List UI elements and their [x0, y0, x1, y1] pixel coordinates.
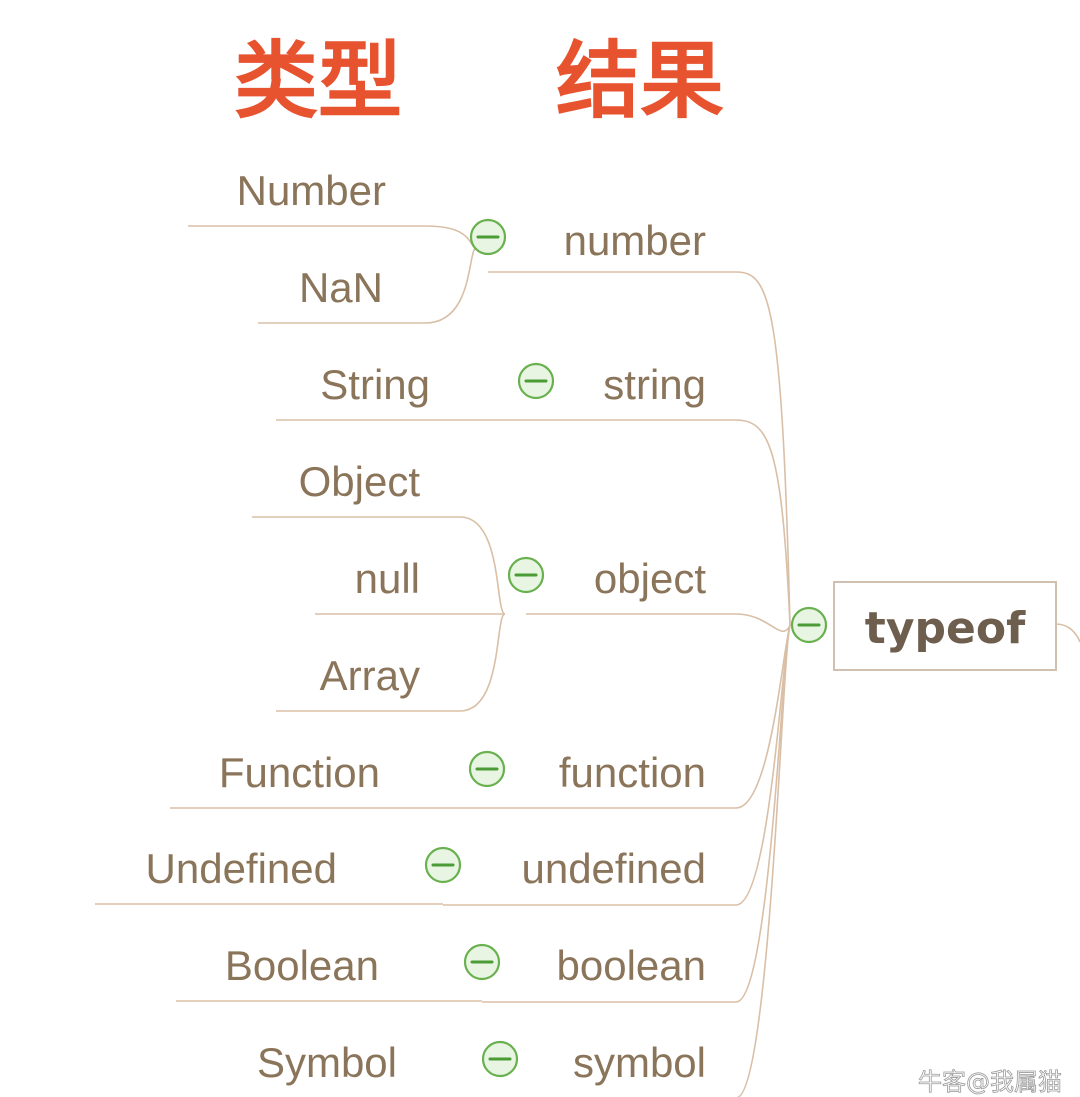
root-node-box[interactable]: [833, 581, 1057, 671]
result-label-undefined: undefined: [521, 845, 706, 892]
type-label-object: Object: [299, 458, 421, 505]
result-label-function: function: [559, 749, 706, 796]
group-undefined: undefined Undefined: [146, 845, 706, 892]
branch-undefined: [735, 624, 791, 906]
type-column-header: 类型: [234, 32, 402, 130]
root-right-connector: [1055, 623, 1080, 643]
branch-symbol: [736, 624, 791, 1097]
type-label-symbol: Symbol: [257, 1039, 397, 1086]
root-node[interactable]: typeof: [833, 581, 1080, 671]
result-label-number: number: [564, 217, 706, 264]
group-symbol: symbol Symbol: [257, 1039, 706, 1086]
root-label: typeof: [865, 603, 1026, 654]
group-string: string String: [320, 361, 706, 408]
group-function: function Function: [219, 749, 706, 796]
branch-object: [735, 613, 791, 632]
result-label-object: object: [594, 555, 706, 602]
type-label-undefined: Undefined: [146, 845, 337, 892]
type-label-number: Number: [237, 167, 386, 214]
branch-lines: [95, 225, 791, 1097]
result-label-boolean: boolean: [557, 942, 706, 989]
collapse-minus-icon[interactable]: [507, 556, 545, 594]
collapse-minus-icon[interactable]: [424, 846, 462, 884]
type-label-null: null: [355, 555, 420, 602]
collapse-minus-icon[interactable]: [468, 750, 506, 788]
group-boolean: boolean Boolean: [225, 942, 706, 989]
type-connector: [424, 225, 478, 248]
type-label-nan: NaN: [299, 264, 383, 311]
type-label-array: Array: [320, 652, 420, 699]
type-connector: [459, 516, 506, 615]
branch-string: [735, 419, 791, 626]
collapse-minus-icon[interactable]: [463, 943, 501, 981]
result-column-header: 结果: [556, 32, 724, 130]
collapse-minus-icon[interactable]: [469, 218, 507, 256]
type-label-string: String: [320, 361, 430, 408]
type-connector: [424, 246, 478, 324]
type-label-boolean: Boolean: [225, 942, 379, 989]
collapse-minus-icon[interactable]: [481, 1040, 519, 1078]
type-connector: [459, 613, 506, 712]
collapse-minus-icon[interactable]: [517, 362, 555, 400]
type-label-function: Function: [219, 749, 380, 796]
watermark: 牛客@我属猫: [918, 1068, 1062, 1096]
branch-boolean: [735, 624, 791, 1003]
branch-number: [735, 271, 791, 626]
result-label-string: string: [603, 361, 706, 408]
collapse-minus-icon[interactable]: [790, 606, 828, 644]
result-label-symbol: symbol: [573, 1039, 706, 1086]
